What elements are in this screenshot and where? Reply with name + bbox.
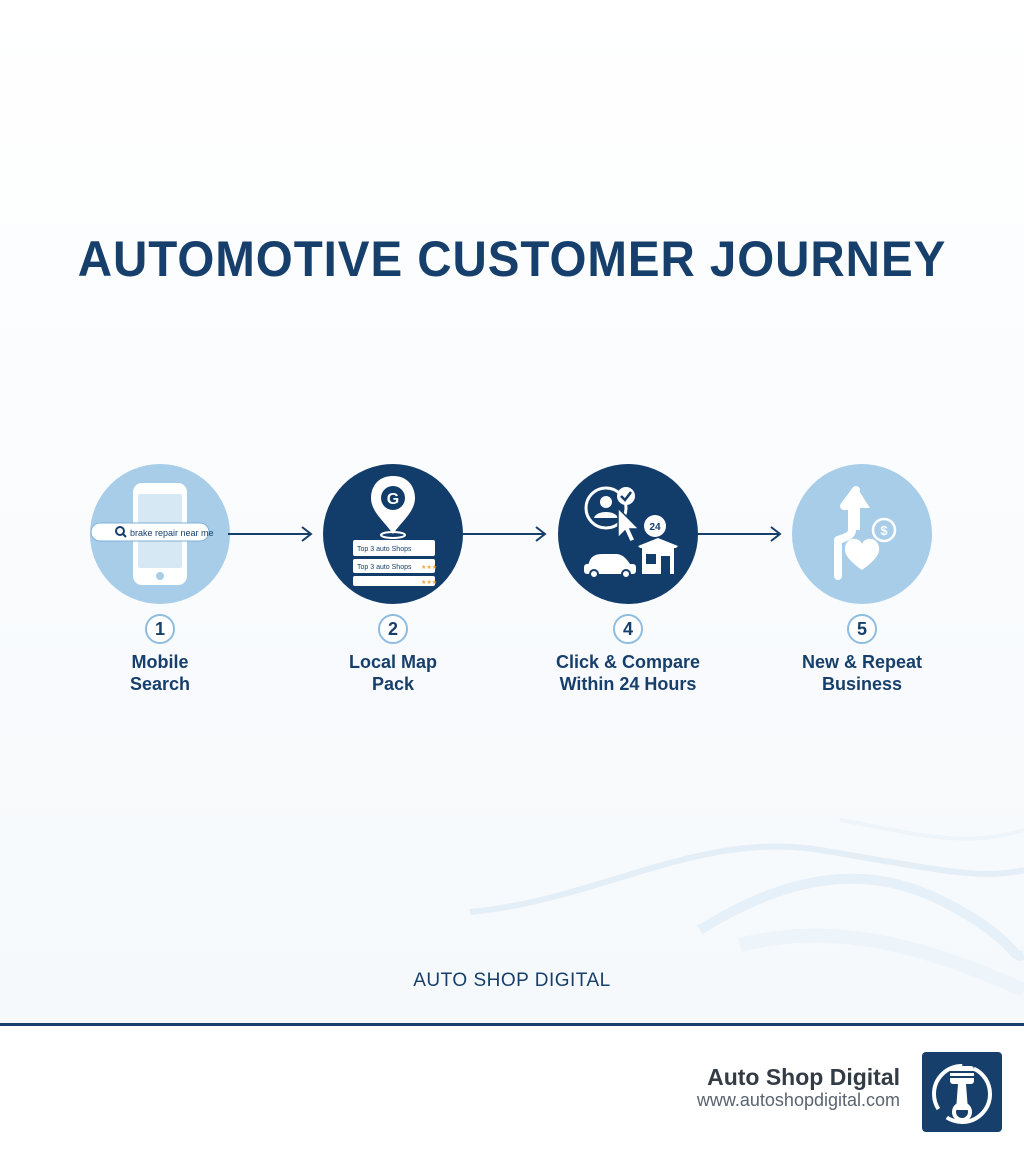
footer-website-link[interactable]: www.autoshopdigital.com [696, 1090, 900, 1110]
company-logo [922, 1052, 1002, 1132]
check-icon [617, 487, 635, 505]
svg-text:$: $ [880, 523, 888, 538]
rating-stars: ★★★ [421, 564, 437, 571]
page-title: AUTOMOTIVE CUSTOMER JOURNEY [77, 231, 947, 287]
user-icon [584, 486, 628, 530]
search-query-text: brake repair near me [130, 528, 214, 538]
svg-text:24: 24 [649, 522, 661, 533]
map-pin-icon: G Top 3 auto Shops Top 3 auto Shops ★★★ … [353, 476, 437, 586]
smartphone-icon: brake repair near me [90, 483, 214, 585]
shop-icon [638, 538, 678, 548]
cursor-icon [617, 506, 641, 543]
pin-letter: G [387, 491, 399, 508]
map-list-row: Top 3 auto Shops [357, 546, 412, 553]
clock-24-icon [644, 515, 666, 537]
step-circle: $ [792, 464, 932, 604]
piston-logo-icon [932, 1064, 992, 1124]
arrow-right-icon [462, 526, 547, 542]
rating-stars: ★★★ [421, 579, 437, 586]
step-circle: G Top 3 auto Shops Top 3 auto Shops ★★★ … [323, 464, 463, 604]
footer-company-name: Auto Shop Digital [707, 1064, 900, 1090]
arrow-right-icon [697, 526, 782, 542]
step-number: 4 [613, 614, 643, 644]
arrow-right-icon [228, 526, 313, 542]
background-waves [469, 818, 1024, 997]
step-number: 5 [847, 614, 877, 644]
infographic-canvas: AUTOMOTIVE CUSTOMER JOURNEY brake repair… [0, 0, 1024, 1025]
step-circle: 24 [558, 464, 698, 604]
heart-icon [844, 538, 880, 570]
repeat-business-icon: $ [834, 486, 897, 580]
brand-wordmark: AUTO SHOP DIGITAL [413, 970, 611, 991]
step-circle: brake repair near me [90, 464, 230, 604]
footer-divider [0, 1023, 1024, 1026]
click-compare-icon: 24 [584, 486, 678, 579]
coin-icon [871, 517, 897, 543]
step-number: 2 [378, 614, 408, 644]
step-number: 1 [145, 614, 175, 644]
map-list-row: Top 3 auto Shops [357, 564, 412, 571]
